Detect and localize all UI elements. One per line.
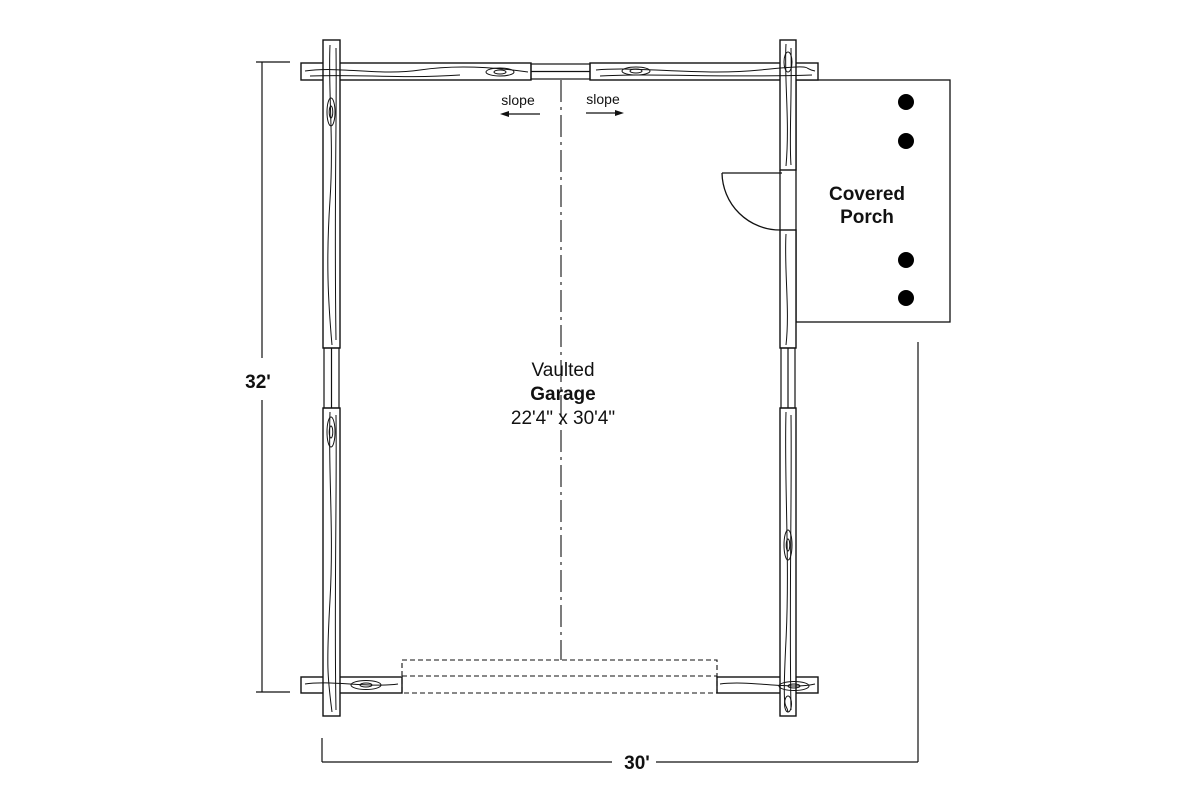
right-window: [780, 347, 796, 409]
right-log-wall-lower: [779, 407, 797, 717]
porch-label-covered: Covered: [829, 184, 905, 205]
slope-label-left: slope: [501, 92, 535, 108]
porch-posts: [898, 94, 914, 306]
porch-post: [898, 290, 914, 306]
left-log-wall-upper: [322, 39, 341, 349]
wood-grain: [304, 43, 816, 713]
porch-post: [898, 252, 914, 268]
left-window: [323, 347, 340, 409]
width-dimension-label: 30': [624, 753, 650, 774]
overhead-garage-door: [401, 659, 718, 694]
width-dimension: [321, 342, 919, 763]
porch-post: [898, 133, 914, 149]
covered-porch-slab: [795, 79, 951, 323]
porch-label-porch: Porch: [840, 207, 894, 228]
garage-label-name: Garage: [530, 384, 595, 405]
side-door: [721, 170, 782, 231]
top-window: [530, 63, 591, 80]
garage-dimensions: 22'4" x 30'4": [511, 408, 615, 429]
porch-post: [898, 94, 914, 110]
height-dimension-label: 32': [245, 372, 271, 393]
garage-label-vaulted: Vaulted: [531, 360, 594, 381]
slope-label-right: slope: [586, 91, 620, 107]
slope-arrow-left: [500, 111, 540, 117]
height-dimension: [256, 61, 290, 693]
right-log-wall-top: [779, 39, 797, 171]
right-log-wall-mid: [779, 229, 797, 349]
slope-arrow-right: [586, 110, 624, 116]
